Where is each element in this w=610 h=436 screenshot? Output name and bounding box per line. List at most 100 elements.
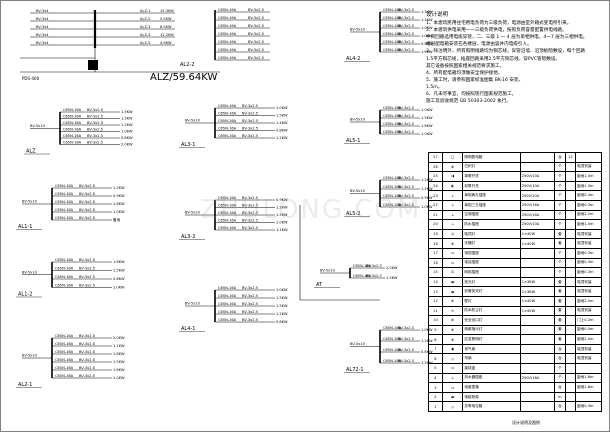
- legend-cell: 22: [428, 199, 443, 211]
- feeder-code-label: ALZ-1: [140, 9, 150, 13]
- legend-cell: ⊡: [441, 267, 464, 278]
- legend-cell: [564, 199, 577, 211]
- breaker-label: C65N-16A: [55, 216, 74, 220]
- legend-cell: ▭: [441, 257, 464, 269]
- circuit-cable-label: BV-3x2.5: [398, 24, 414, 28]
- legend-cell: [564, 343, 577, 355]
- legend-cell: [564, 161, 577, 173]
- feeder-code-label: ALZ-2: [140, 17, 150, 21]
- feeder-load-label: 12.2KW: [160, 33, 174, 37]
- circuit-load-label: 1.6KW: [113, 368, 125, 372]
- circuit-cable-label: BV-3x2.5: [79, 208, 95, 212]
- breaker-label: C65N-16A: [218, 310, 237, 314]
- note-line: 6、凡未尽事宜，均按照现行国家规范施工。: [426, 92, 517, 98]
- circuit-load-label: 1.2KW: [276, 312, 288, 316]
- legend-cell: ⊥: [441, 209, 464, 221]
- circuit-load-label: 1.0KW: [113, 376, 125, 380]
- circuit-load-label: 1.5KW: [421, 361, 433, 365]
- legend-row: 16▭电话插座个距地0.3m: [428, 257, 602, 269]
- breaker-label: C65N-16A: [55, 374, 74, 378]
- legend-cell: 17: [428, 247, 443, 259]
- legend-cell: 1×40W: [519, 295, 556, 307]
- legend-cell: [564, 190, 577, 201]
- circuit-cable-label: BV-3x2.5: [242, 310, 258, 314]
- breaker-label: C65N-16A: [218, 32, 237, 36]
- legend-cell: 台: [554, 382, 566, 393]
- legend-cell: 距地0.3m: [575, 247, 602, 259]
- legend-cell: 9: [428, 324, 443, 336]
- circuit-cable-label: BV-3x2.5: [87, 121, 103, 125]
- legend-cell: 防水防尘灯: [462, 305, 521, 317]
- breaker-label: C65N-16A: [218, 294, 237, 298]
- legend-cell: 套: [554, 238, 566, 249]
- circuit-cable-label: BV-3x2.5: [87, 128, 103, 132]
- circuit-cable-label: BV-3x2.5: [242, 294, 258, 298]
- circuit-cable-label: BV-3x2.5: [398, 48, 414, 52]
- legend-cell: 单联开关: [462, 171, 521, 182]
- legend-cell: 距地2.5m: [575, 334, 602, 345]
- circuit-cable-label: BV-3x2.5: [242, 119, 258, 123]
- circuit-cable-label: BV-3x2.5: [242, 134, 258, 138]
- legend-cell: ▭: [441, 382, 464, 393]
- circuit-cable-label: BV-3x2.5: [242, 219, 258, 223]
- legend-cell: 吸顶安装: [575, 161, 602, 173]
- legend-cell: [519, 334, 556, 345]
- breaker-label: C65N-16A: [55, 334, 74, 338]
- feeder-code-label: ALZ-3: [140, 25, 150, 29]
- legend-cell: ⊗: [441, 161, 464, 173]
- circuit-cable-label: BV-3x2.5: [87, 108, 103, 112]
- breaker-label: C65N-16A: [383, 8, 402, 12]
- main-panel-label: ALZ/59.64KW: [150, 72, 218, 83]
- legend-cell: [564, 238, 577, 249]
- legend-cell: [564, 209, 577, 221]
- legend-cell: 个: [554, 161, 566, 173]
- legend-cell: 6: [428, 353, 443, 365]
- circuit-load-label: 1.5KW: [276, 114, 288, 118]
- circuit-cable-label: BV-3x2.5: [242, 104, 258, 108]
- legend-cell: 吊扇: [462, 353, 521, 365]
- panel-name-label: AL3-2: [181, 234, 195, 240]
- legend-row: 26⊗白炽灯个吸顶安装: [428, 161, 602, 173]
- legend-cell: 电度表箱: [462, 382, 521, 393]
- legend-cell: [564, 334, 577, 345]
- breaker-label: C65N-16A: [383, 326, 402, 330]
- feeder-load-label: 6.5KW: [160, 25, 172, 29]
- breaker-label: C65N-16A: [218, 56, 237, 60]
- legend-cell: [564, 286, 577, 297]
- circuit-cable-label: BV-3x2.5: [248, 16, 264, 20]
- legend-cell: 2: [428, 391, 443, 403]
- legend-cell: 250V/16A: [519, 209, 556, 221]
- circuit-cable-label: BV-3x2.5: [248, 24, 264, 28]
- circuit-cable-label: BV-3x2.5: [242, 226, 258, 230]
- legend-cell: ⊗: [441, 238, 464, 249]
- legend-cell: ◇: [441, 401, 464, 413]
- circuit-cable-label: BV-3x2.5: [366, 274, 382, 278]
- legend-cell: 1×40W: [519, 305, 556, 317]
- circuit-cable-label: BV-3x2.5: [248, 56, 264, 60]
- circuit-load-label: 1.1KW: [276, 228, 288, 232]
- legend-cell: 7: [428, 343, 443, 355]
- circuit-cable-label: BV-3x2.5: [87, 141, 103, 145]
- breaker-label: C65N-16A: [218, 8, 237, 12]
- legend-row: 8⊗应急照明灯套距地2.5m: [428, 334, 602, 345]
- circuit-cable-label: BV-3x2.5: [79, 192, 95, 196]
- panel-incoming-cable: BV-5x10: [350, 118, 366, 122]
- breaker-label: C65N-16A: [383, 194, 402, 198]
- legend-cell: 个: [554, 257, 566, 269]
- legend-cell: 8: [428, 334, 443, 345]
- legend-cell: 套: [554, 276, 566, 288]
- circuit-load-label: 1.2KW: [421, 339, 433, 343]
- legend-cell: 套: [554, 334, 566, 345]
- breaker-label: C65N-16A: [55, 350, 74, 354]
- legend-cell: 15: [428, 267, 443, 278]
- breaker-label: C65N-16A: [383, 337, 402, 341]
- note-line: 1.5m。: [426, 84, 443, 90]
- legend-row: 1◇总等电位箱台距地0.3m: [428, 401, 602, 413]
- circuit-load-label: 1.2KW: [113, 186, 125, 190]
- circuit-cable-label: BV-3x2.5: [79, 200, 95, 204]
- breaker-label: C65N-16A: [63, 121, 82, 125]
- breaker-label: C65N-16A: [218, 40, 237, 44]
- circuit-load-label: 1.3KW: [421, 10, 433, 14]
